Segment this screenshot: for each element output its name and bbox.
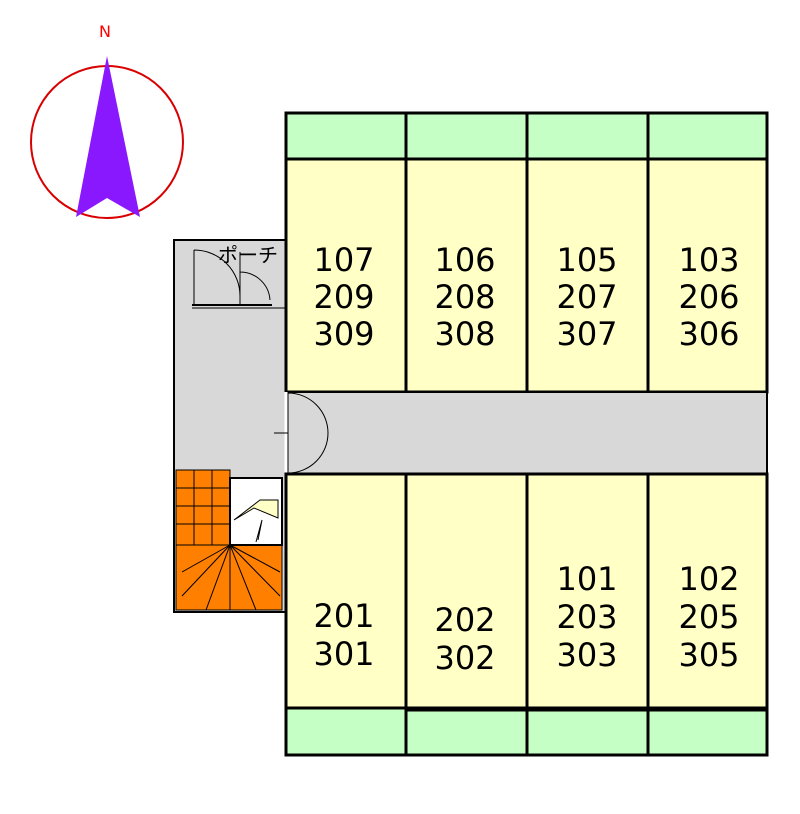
corridor-door-north-icon	[287, 392, 329, 434]
balcony-north-4	[646, 111, 769, 161]
unit-number: 107	[313, 241, 374, 279]
unit-number: 203	[556, 598, 617, 636]
unit-number: 302	[434, 639, 495, 677]
balcony-south-3	[525, 708, 650, 757]
balcony-south-1	[284, 706, 408, 757]
unit-south-2	[404, 472, 529, 710]
unit-number: 209	[313, 278, 374, 316]
stair-landing	[229, 544, 283, 611]
corridor-door-south-icon	[287, 432, 329, 474]
porch-door-right-icon	[239, 252, 271, 305]
compass: N	[30, 22, 184, 219]
balcony-north-2	[404, 111, 529, 161]
north-balconies	[284, 111, 769, 161]
unit-number: 305	[678, 636, 739, 674]
unit-south-4	[646, 472, 769, 710]
unit-number: 103	[678, 241, 739, 279]
unit-number: 106	[434, 241, 495, 279]
balcony-north-1	[284, 111, 408, 161]
common-corridor	[285, 391, 768, 475]
unit-number: 101	[556, 560, 617, 598]
unit-south-1	[284, 472, 408, 710]
west-annex: ポーチ	[173, 239, 287, 613]
unit-south-3	[525, 472, 650, 710]
unit-north-4	[646, 157, 769, 394]
stair-treads	[176, 470, 281, 611]
unit-number: 303	[556, 636, 617, 674]
porch-label: ポーチ	[218, 243, 278, 267]
unit-number: 201	[313, 597, 374, 635]
south-units: 201 301 202 302 101 203 303 102 205 305	[284, 472, 769, 710]
unit-number: 309	[313, 315, 374, 353]
south-balconies	[284, 706, 769, 757]
unit-number: 102	[678, 560, 739, 598]
balcony-south-4	[646, 708, 769, 757]
unit-north-2	[404, 157, 529, 394]
corridor	[274, 391, 768, 475]
unit-number: 208	[434, 278, 495, 316]
porch-door-left-icon	[193, 249, 241, 305]
stair-flight-left	[175, 469, 231, 611]
balcony-north-3	[525, 111, 650, 161]
stair-direction-icon	[255, 519, 263, 543]
unit-number: 301	[313, 635, 374, 673]
unit-number: 105	[556, 241, 617, 279]
unit-number: 306	[678, 315, 739, 353]
unit-number: 207	[556, 278, 617, 316]
unit-number: 206	[678, 278, 739, 316]
unit-number: 307	[556, 315, 617, 353]
unit-number: 308	[434, 315, 495, 353]
compass-north-label: N	[99, 22, 111, 41]
stair-up-arrow-icon	[233, 499, 279, 521]
unit-number: 205	[678, 598, 739, 636]
unit-number: 202	[434, 601, 495, 639]
balcony-south-2	[404, 708, 529, 757]
compass-needle-icon	[76, 56, 140, 217]
unit-north-3	[525, 157, 650, 394]
north-units: 107 209 309 106 208 308 105 207 307 103 …	[284, 157, 769, 394]
